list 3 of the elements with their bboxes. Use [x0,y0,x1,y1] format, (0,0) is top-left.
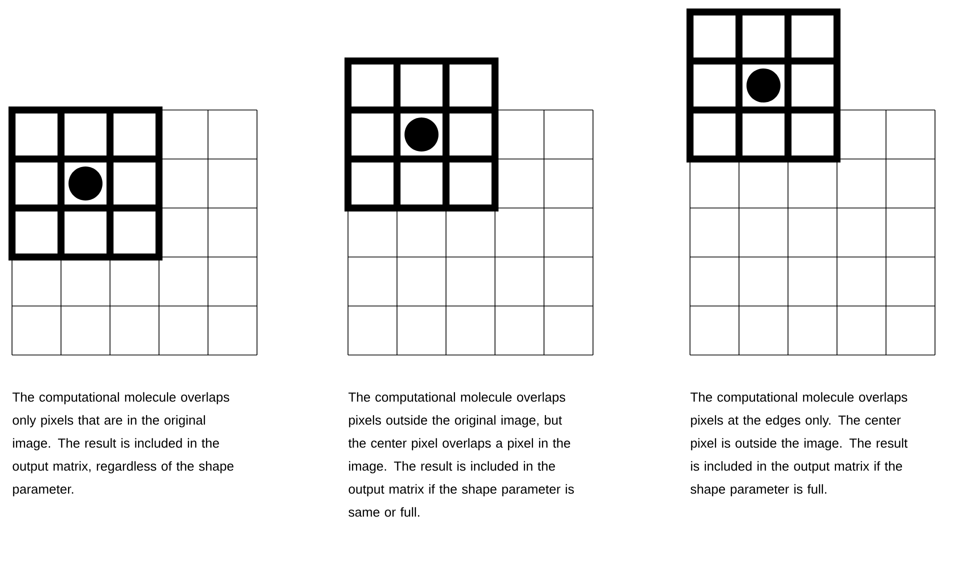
caption: The computational molecule overlaps only pixels that are in the original image. The result is included in the output matrix, regardless of the shape parameter. [12,392,234,496]
caption: The computational molecule overlaps pixels outside the original image, but the center pixel overlaps a pixel in the image. The result is included in the output matrix if the shape parameter is same or full. [348,392,574,517]
caption: The computational molecule overlaps pixels at the edges only. The center pixel is outside the image. The result is included in the output matrix if the shape parameter is full. [690,392,908,496]
